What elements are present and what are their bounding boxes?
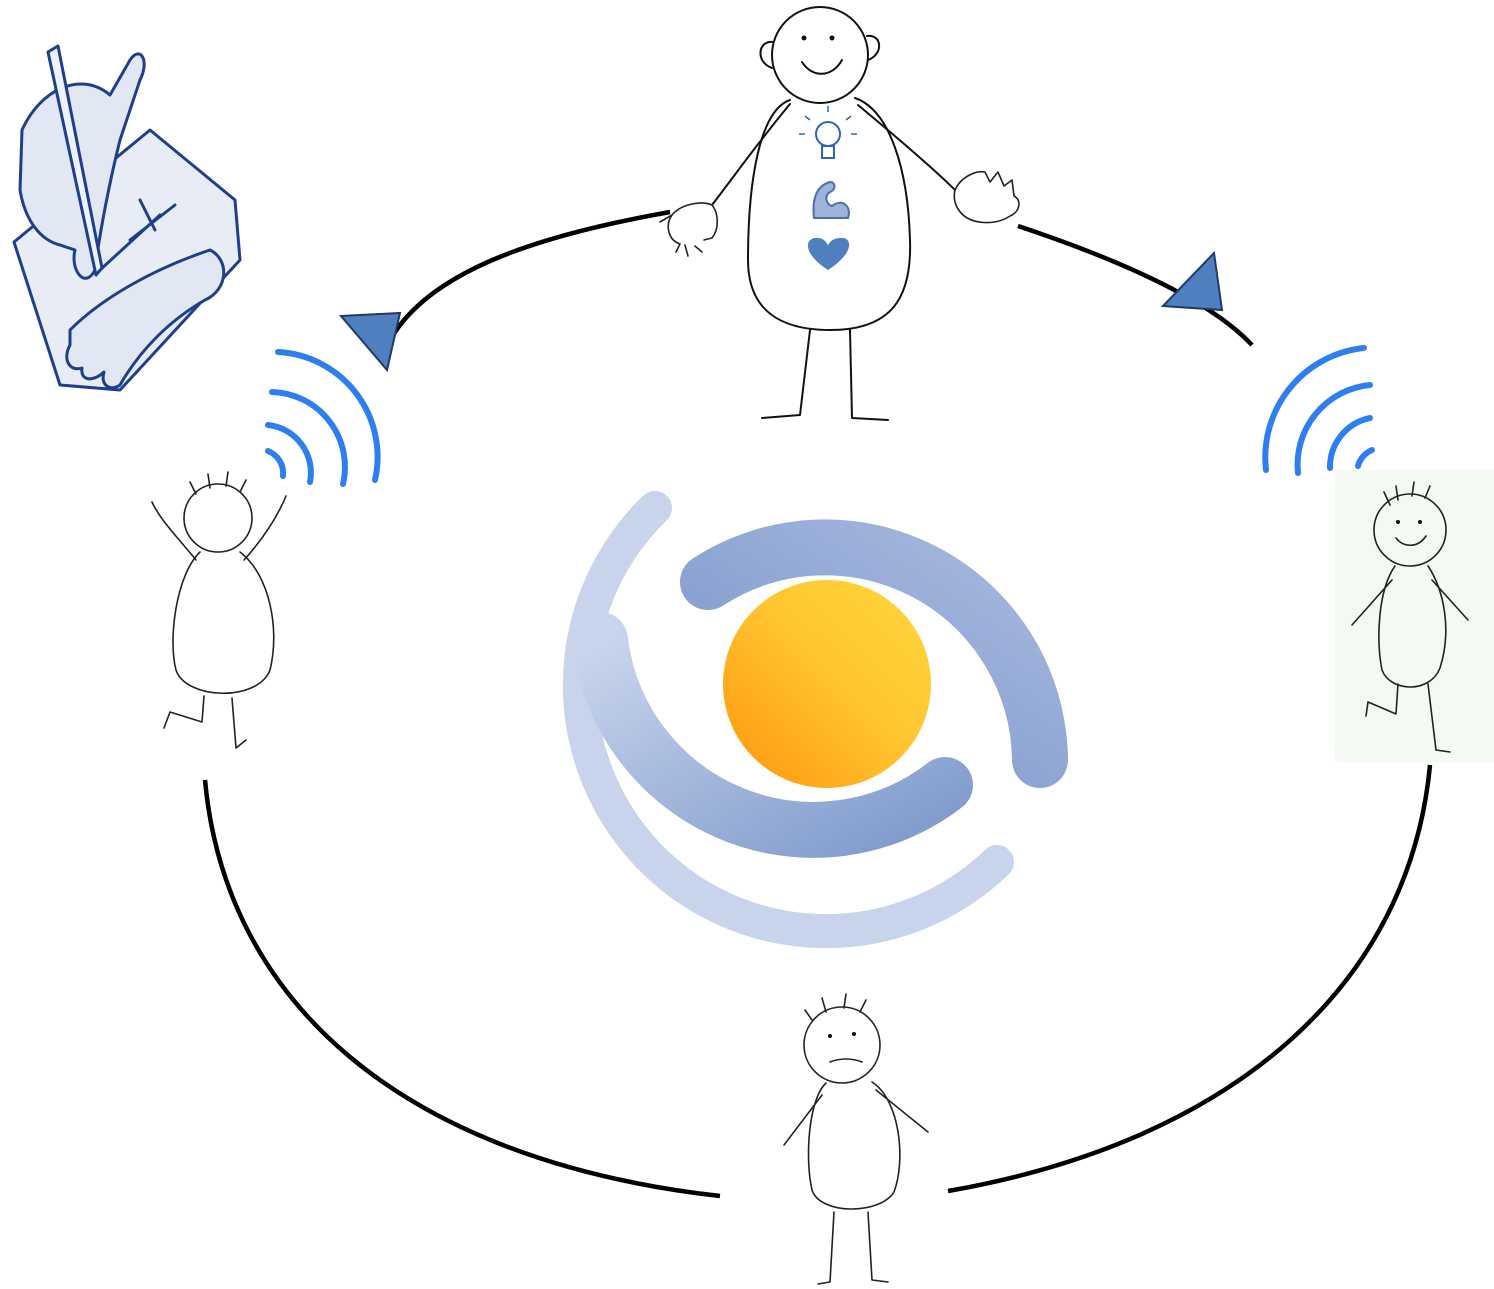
hands-writing-icon xyxy=(12,44,242,392)
cycle-ring xyxy=(202,209,1433,1199)
sun-circle xyxy=(723,580,931,788)
swirl-inner-bottom xyxy=(572,612,973,858)
swirl-outer-left xyxy=(562,491,1014,949)
frowning-person xyxy=(783,993,929,1285)
ring-arc-right-bottom xyxy=(947,764,1433,1194)
ring-arc-top-left xyxy=(388,209,671,342)
signal-waves-icon xyxy=(1262,345,1375,476)
ring-arc-left-bottom xyxy=(202,779,721,1199)
cheering-person-arms-up xyxy=(151,471,287,749)
smiling-person-with-open-hands xyxy=(659,6,1020,421)
right-figure-background xyxy=(1335,470,1494,762)
lightbulb-icon xyxy=(799,106,857,159)
smiling-person-walking xyxy=(1351,481,1469,753)
arrowhead-to-right xyxy=(1160,250,1224,312)
swirl-inner-top xyxy=(680,519,1068,788)
ring-arc-top-right xyxy=(1017,223,1254,347)
arrowhead-to-left xyxy=(338,311,402,373)
flexed-biceps-icon xyxy=(812,180,850,219)
heart-icon xyxy=(807,237,850,270)
sun-swirl-logo xyxy=(562,491,1068,949)
signal-waves-icon xyxy=(265,349,381,487)
